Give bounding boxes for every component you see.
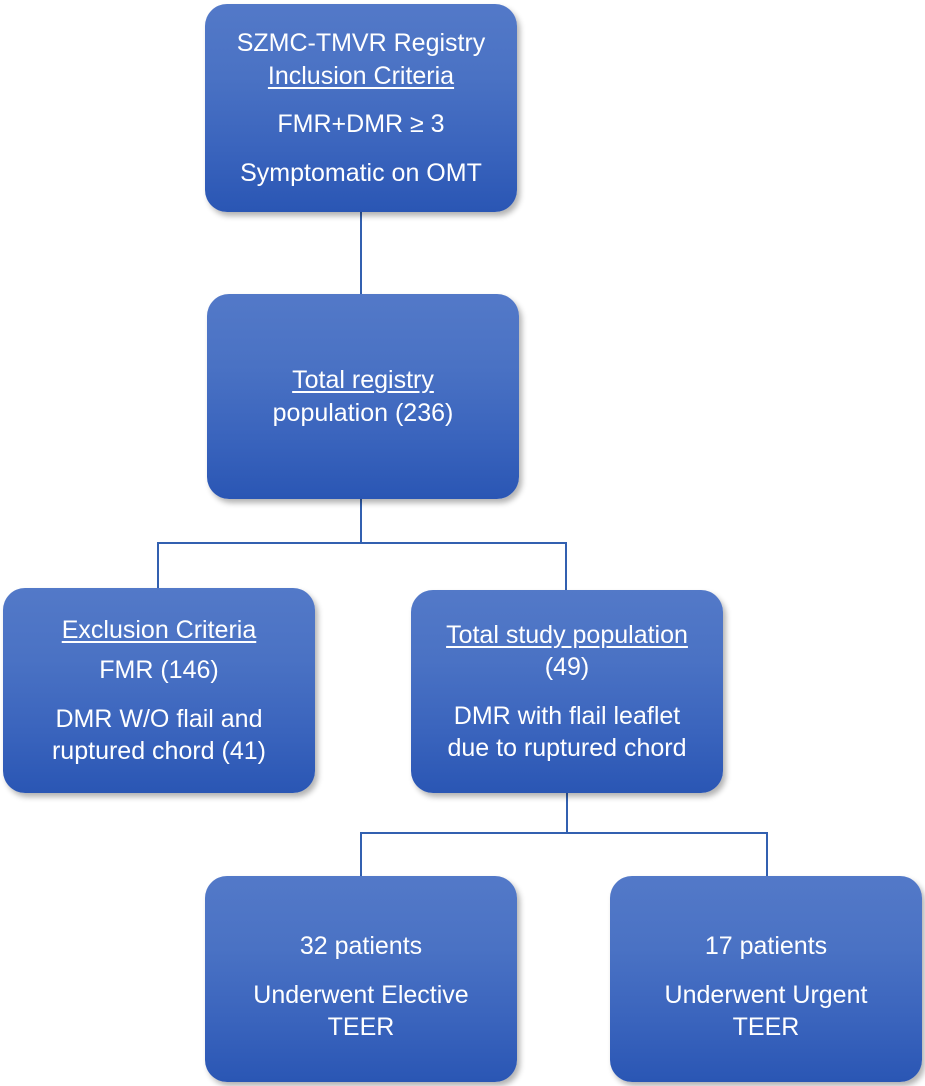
- connector-registry-split-bar: [157, 542, 567, 544]
- node-inclusion-line-4: Symptomatic on OMT: [240, 158, 482, 187]
- node-registry-line-2: population (236): [272, 398, 454, 427]
- connector-study-to-urgent: [766, 832, 768, 878]
- node-exclusion-criteria: Exclusion Criteria FMR (146) DMR W/O fla…: [3, 588, 315, 793]
- connector-study-split-stem: [566, 793, 568, 833]
- node-urgent-teer: 17 patients Underwent Urgent TEER: [610, 876, 922, 1082]
- node-exclusion-line-3: DMR W/O flail and: [55, 704, 263, 733]
- node-study-line-3: DMR with flail leaflet: [453, 701, 681, 730]
- node-exclusion-line-1: Exclusion Criteria: [61, 615, 257, 644]
- connector-registry-split-stem: [360, 499, 362, 543]
- node-elective-line-1: 32 patients: [299, 932, 423, 961]
- node-inclusion-line-3: FMR+DMR ≥ 3: [277, 110, 445, 138]
- connector-registry-to-exclusion: [157, 542, 159, 590]
- node-study-line-2: (49): [544, 653, 590, 681]
- node-urgent-line-1: 17 patients: [704, 932, 828, 961]
- node-inclusion-line-1: SZMC-TMVR Registry: [236, 29, 486, 57]
- node-total-registry-population: Total registry population (236): [207, 294, 519, 499]
- node-study-line-1: Total study population: [446, 620, 688, 649]
- connector-study-split-bar: [360, 832, 768, 834]
- node-registry-line-1: Total registry: [292, 366, 434, 394]
- node-urgent-line-3: TEER: [732, 1013, 800, 1042]
- node-elective-line-2: Underwent Elective: [253, 980, 469, 1009]
- node-inclusion-line-2: Inclusion Criteria: [267, 61, 455, 90]
- node-study-line-4: due to ruptured chord: [447, 734, 687, 762]
- node-exclusion-line-4: ruptured chord (41): [51, 737, 266, 765]
- node-exclusion-line-2: FMR (146): [99, 656, 219, 684]
- connector-registry-to-study: [565, 542, 567, 592]
- connector-study-to-elective: [360, 832, 362, 878]
- connector-inclusion-to-registry: [360, 212, 362, 296]
- node-elective-teer: 32 patients Underwent Elective TEER: [205, 876, 517, 1082]
- node-urgent-line-2: Underwent Urgent: [664, 980, 868, 1009]
- node-total-study-population: Total study population (49) DMR with fla…: [411, 590, 723, 793]
- node-inclusion-criteria: SZMC-TMVR Registry Inclusion Criteria FM…: [205, 4, 517, 212]
- node-elective-line-3: TEER: [327, 1013, 395, 1042]
